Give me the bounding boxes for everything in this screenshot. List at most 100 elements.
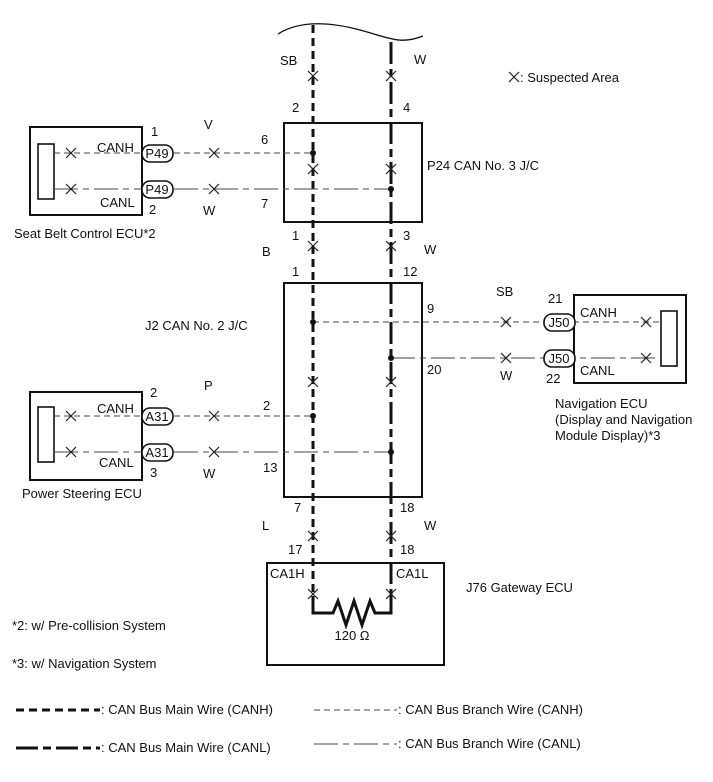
suspected-area-x-icon [385, 588, 397, 600]
svg-text:A31: A31 [145, 445, 168, 460]
pin-number: 4 [403, 100, 410, 115]
wire-color-label: W [424, 242, 437, 257]
suspected-area-x-icon [640, 352, 652, 364]
seat-belt-ecu-module [37, 143, 55, 200]
p24-label: P24 CAN No. 3 J/C [427, 158, 539, 173]
suspected-area-x-icon [65, 147, 77, 159]
wire-color-label: W [203, 203, 216, 218]
suspected-area-x-icon [307, 530, 319, 542]
pin-number: 9 [427, 301, 434, 316]
ca1h-label: CA1H [270, 566, 305, 581]
svg-text:J50: J50 [549, 351, 570, 366]
wire-color-label: W [424, 518, 437, 533]
pin-number: 1 [292, 228, 299, 243]
pin-number: 2 [292, 100, 299, 115]
connector-a31-canh: A31 [141, 407, 174, 426]
pin-number: 12 [403, 264, 417, 279]
splice-dot [388, 449, 394, 455]
splice-dot [310, 413, 316, 419]
navigation-canh-label: CANH [580, 305, 617, 320]
wire-color-label: SB [496, 284, 513, 299]
seat-belt-ecu-box [29, 126, 143, 216]
suspected-area-x-icon [307, 240, 319, 252]
legend-branch-canh: : CAN Bus Branch Wire (CANH) [314, 702, 583, 717]
pin-number: 2 [149, 202, 156, 217]
suspected-area-x-icon [385, 376, 397, 388]
suspected-area-x-icon [65, 410, 77, 422]
wire-color-label: W [203, 466, 216, 481]
navigation-canl-label: CANL [580, 363, 615, 378]
splice-dot [388, 186, 394, 192]
wire-color-label: W [500, 368, 513, 383]
svg-text:: Suspected Area: : Suspected Area [520, 70, 620, 85]
splice-dot [310, 150, 316, 156]
note: *3: w/ Navigation System [12, 656, 157, 671]
power-steering-ecu-box [29, 391, 143, 481]
wire-color-label: W [414, 52, 427, 67]
svg-text:: CAN Bus Main Wire (CANL): : CAN Bus Main Wire (CANL) [101, 740, 271, 755]
wire-color-label: L [262, 518, 269, 533]
pin-number: 1 [292, 264, 299, 279]
wire-color-label: V [204, 117, 213, 132]
suspected-area-x-icon [385, 163, 397, 175]
suspected-area-x-icon [307, 163, 319, 175]
svg-text:P49: P49 [145, 146, 168, 161]
suspected-area-x-icon [385, 530, 397, 542]
wire-color-label: B [262, 244, 271, 259]
seat-belt-ecu-name: Seat Belt Control ECU*2 [14, 226, 156, 241]
wire-break-curve [277, 23, 424, 41]
suspected-area-marks [65, 70, 652, 600]
pin-number: 1 [151, 124, 158, 139]
suspected-area-x-icon [208, 183, 220, 195]
suspected-area-x-icon [307, 588, 319, 600]
suspected-area-x-icon [385, 70, 397, 82]
pin-number: 7 [294, 500, 301, 515]
pin-number: 21 [548, 291, 562, 306]
navigation-ecu-name: (Display and Navigation [555, 412, 692, 427]
suspected-area-x-icon [65, 183, 77, 195]
connector-j50-canh: J50 [543, 313, 576, 332]
power-steering-canh-label: CANH [97, 401, 134, 416]
svg-text:A31: A31 [145, 409, 168, 424]
pin-number: 2 [150, 385, 157, 400]
suspected-area-x-icon [500, 352, 512, 364]
note: *2: w/ Pre-collision System [12, 618, 166, 633]
pin-number: 20 [427, 362, 441, 377]
connector-j50-canl: J50 [543, 349, 576, 368]
navigation-ecu-module [660, 310, 678, 367]
suspected-area-x-icon [385, 240, 397, 252]
navigation-ecu-name: Navigation ECU [555, 396, 648, 411]
j76-label: J76 Gateway ECU [466, 580, 573, 595]
suspected-area-x-icon [640, 316, 652, 328]
suspected-area-legend: : Suspected Area [508, 70, 620, 85]
connector-a31-canl: A31 [141, 443, 174, 462]
navigation-ecu-name: Module Display)*3 [555, 428, 661, 443]
svg-text:: CAN Bus Branch Wire (CANL): : CAN Bus Branch Wire (CANL) [398, 736, 581, 751]
suspected-area-x-icon [500, 316, 512, 328]
pin-number: 18 [400, 542, 414, 557]
pin-number: 6 [261, 132, 268, 147]
pin-number: 3 [403, 228, 410, 243]
j76-gateway-box [266, 562, 445, 666]
connector-p49-canh: P49 [141, 144, 174, 163]
svg-text:: CAN Bus Main Wire (CANH): : CAN Bus Main Wire (CANH) [101, 702, 273, 717]
power-steering-ecu-name: Power Steering ECU [22, 486, 142, 501]
resistor-value: 120 Ω [334, 628, 369, 643]
suspected-area-x-icon [65, 446, 77, 458]
splice-dot [388, 355, 394, 361]
ca1l-label: CA1L [396, 566, 429, 581]
svg-text:J50: J50 [549, 315, 570, 330]
j2-junction-box [283, 282, 423, 498]
terminating-resistor [311, 596, 393, 630]
seat-belt-canh-label: CANH [97, 140, 134, 155]
connector-p49-canl: P49 [141, 180, 174, 199]
wire-color-label: SB [280, 53, 297, 68]
j2-label: J2 CAN No. 2 J/C [145, 318, 248, 333]
pin-number: 7 [261, 196, 268, 211]
pin-number: 18 [400, 500, 414, 515]
navigation-ecu-box [573, 294, 687, 384]
power-steering-canl-label: CANL [99, 455, 134, 470]
legend-branch-canl: : CAN Bus Branch Wire (CANL) [314, 736, 581, 751]
suspected-area-x-icon [307, 70, 319, 82]
